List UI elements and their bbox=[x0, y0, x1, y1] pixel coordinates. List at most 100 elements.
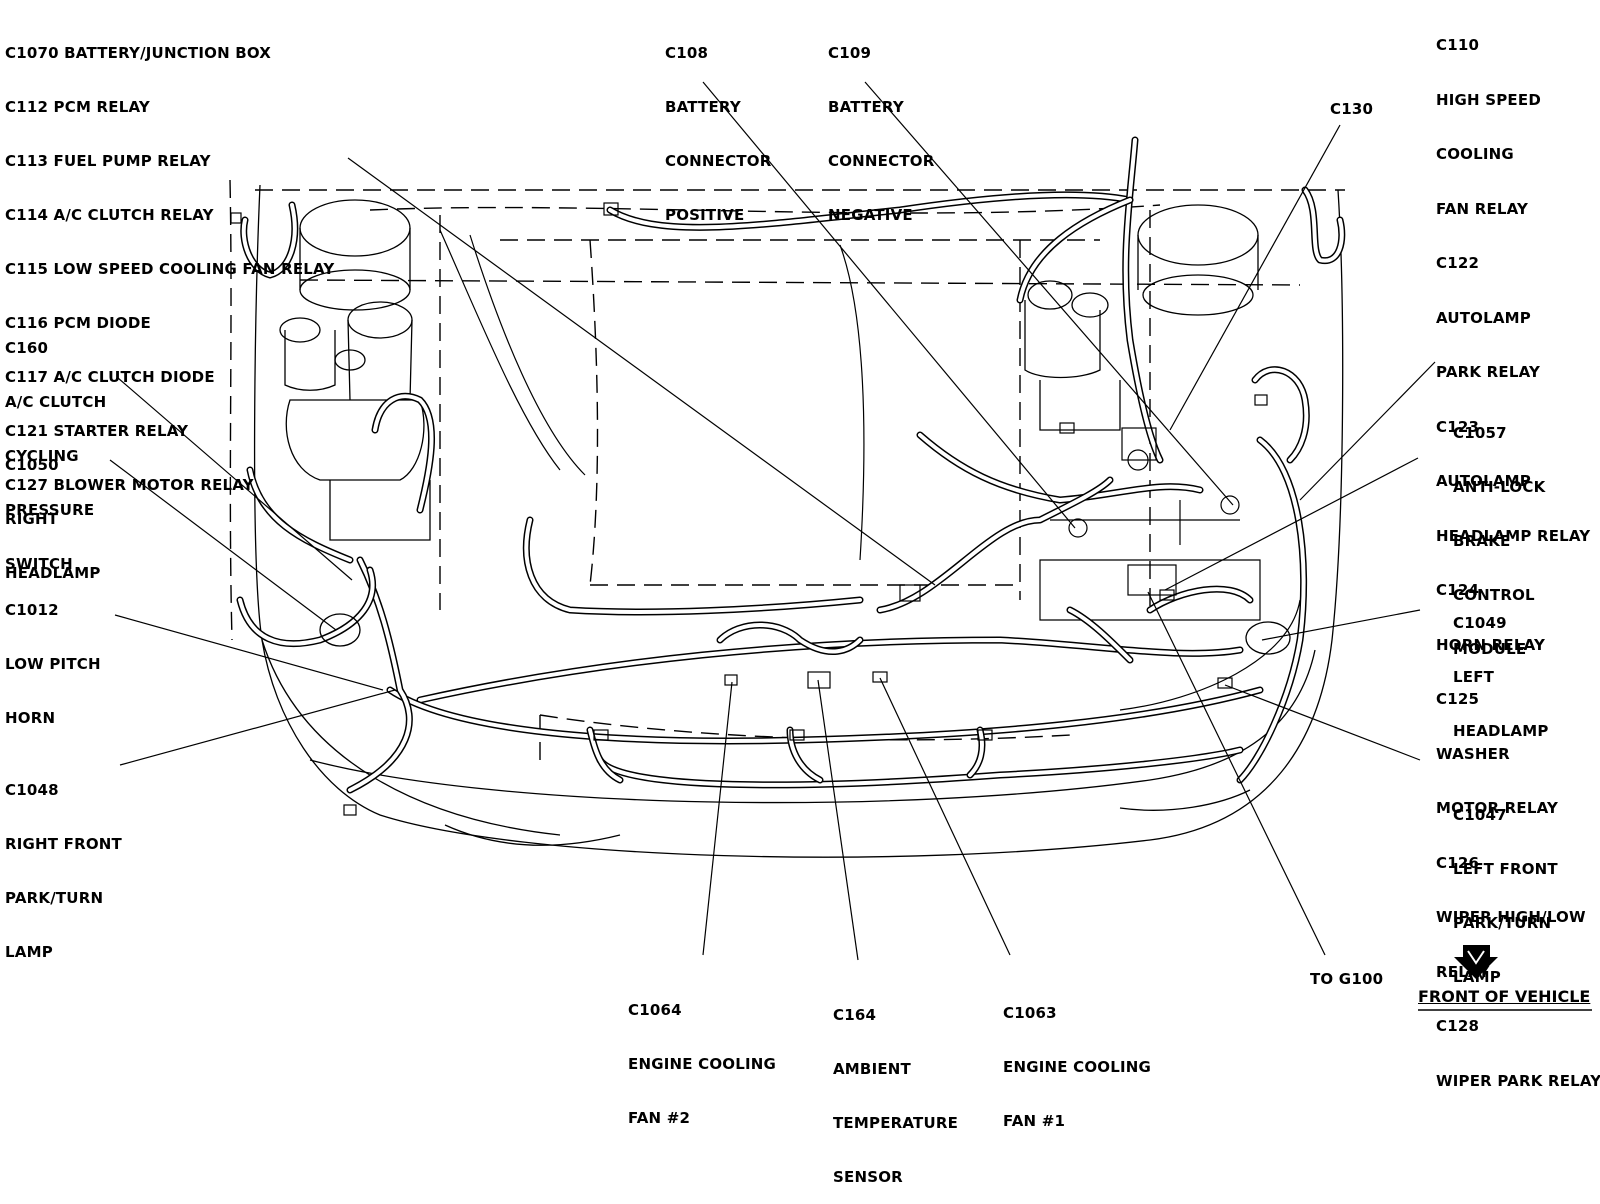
label-line: C112 PCM RELAY bbox=[5, 98, 150, 116]
label-top-left-connector-list: C1070 BATTERY/JUNCTION BOX C112 PCM RELA… bbox=[5, 8, 335, 512]
label-line: C1047 bbox=[1453, 806, 1507, 824]
label-c1048-right-front-park-turn: C1048 RIGHT FRONT PARK/TURN LAMP bbox=[5, 745, 122, 979]
label-line: HORN RELAY bbox=[1436, 635, 1546, 654]
label-line: POSITIVE bbox=[665, 206, 745, 224]
label-line: ANTI-LOCK bbox=[1453, 478, 1546, 496]
label-line: FAN RELAY bbox=[1436, 199, 1529, 218]
label-line: C1064 bbox=[628, 1001, 682, 1019]
label-c160-ac-clutch-switch: C160 A/C CLUTCH CYCLING PRESSURE SWITCH bbox=[5, 303, 106, 591]
label-line: CYCLING bbox=[5, 447, 79, 465]
label-line: C1050 bbox=[5, 456, 59, 474]
label-line: C114 A/C CLUTCH RELAY bbox=[5, 206, 214, 224]
label-line: C1049 bbox=[1453, 614, 1507, 632]
label-line: FAN #1 bbox=[1003, 1112, 1066, 1130]
label-line: C113 FUEL PUMP RELAY bbox=[5, 152, 211, 170]
left-strut-tower bbox=[279, 199, 431, 541]
label-line: BATTERY bbox=[828, 98, 904, 116]
label-line: C109 bbox=[828, 44, 872, 62]
label-front-of-vehicle: FRONT OF VEHICLE bbox=[1418, 987, 1591, 1006]
label-c108-battery-positive: C108 BATTERY CONNECTOR POSITIVE bbox=[665, 8, 771, 242]
connector-blocks bbox=[230, 202, 1291, 816]
label-line: LAMP bbox=[1453, 968, 1501, 986]
label-line: SWITCH bbox=[5, 555, 73, 573]
right-strut-tower bbox=[1024, 204, 1259, 431]
label-line: C125 bbox=[1436, 690, 1480, 708]
vehicle-drawing bbox=[109, 81, 1592, 1011]
label-c130: C130 bbox=[1330, 100, 1374, 118]
label-line: C122 bbox=[1436, 254, 1480, 272]
label-line: PARK/TURN bbox=[1453, 914, 1552, 932]
label-line: C1012 bbox=[5, 601, 59, 619]
label-line: C115 LOW SPEED COOLING FAN RELAY bbox=[5, 260, 335, 278]
label-c1063-engine-cooling-fan-1: C1063 ENGINE COOLING FAN #1 bbox=[1003, 968, 1151, 1148]
label-line: CONNECTOR bbox=[665, 152, 772, 170]
label-line: AMBIENT bbox=[833, 1060, 911, 1078]
label-line: RIGHT FRONT bbox=[5, 835, 122, 853]
label-line: C127 BLOWER MOTOR RELAY bbox=[5, 476, 254, 494]
label-line: CONTROL bbox=[1453, 586, 1535, 604]
label-line: PRESSURE bbox=[5, 501, 95, 519]
label-line: C117 A/C CLUTCH DIODE bbox=[5, 368, 215, 386]
label-line: CONNECTOR bbox=[828, 152, 935, 170]
label-line: MODULE bbox=[1453, 640, 1527, 658]
label-line: C128 bbox=[1436, 1017, 1480, 1035]
label-line: PARK RELAY bbox=[1436, 363, 1541, 381]
label-c1012-low-pitch-horn: C1012 LOW PITCH HORN bbox=[5, 565, 101, 745]
label-line: ENGINE COOLING bbox=[628, 1055, 777, 1073]
label-line: AUTOLAMP bbox=[1436, 308, 1531, 327]
label-line: C108 bbox=[665, 44, 709, 62]
label-line: C1070 BATTERY/JUNCTION BOX bbox=[5, 44, 272, 62]
label-c1047-left-front-park-turn: C1047 LEFT FRONT PARK/TURN LAMP bbox=[1453, 770, 1558, 1004]
label-c164-ambient-temp-sensor: C164 AMBIENT TEMPERATURE SENSOR bbox=[833, 970, 958, 1204]
label-line: C164 bbox=[833, 1006, 877, 1024]
label-to-g100: TO G100 bbox=[1310, 970, 1384, 988]
label-line: SENSOR bbox=[833, 1168, 903, 1186]
label-line: C116 PCM DIODE bbox=[5, 314, 151, 332]
label-line: WIPER PARK RELAY bbox=[1436, 1071, 1600, 1090]
label-line: C110 bbox=[1436, 36, 1480, 54]
label-line: LEFT bbox=[1453, 668, 1495, 686]
label-line: BRAKE bbox=[1453, 532, 1511, 550]
label-top-right-relay-list: C110 HIGH SPEED COOLING FAN RELAY C122 A… bbox=[1436, 0, 1600, 1108]
label-line: WIPER HIGH/LOW bbox=[1436, 908, 1586, 926]
label-line: HIGH SPEED bbox=[1436, 90, 1541, 109]
label-line: C124 bbox=[1436, 581, 1480, 599]
label-line: LEFT FRONT bbox=[1453, 860, 1558, 878]
wiring-harness bbox=[236, 136, 1346, 794]
label-c1057-anti-lock-brake: C1057 ANTI-LOCK BRAKE CONTROL MODULE bbox=[1453, 388, 1545, 676]
label-line: LAMP bbox=[5, 943, 53, 961]
label-line: ENGINE COOLING bbox=[1003, 1058, 1152, 1076]
label-line: C1057 bbox=[1453, 424, 1507, 442]
label-line: TEMPERATURE bbox=[833, 1114, 959, 1132]
label-line: C121 STARTER RELAY bbox=[5, 422, 189, 440]
label-c1050-right-headlamp: C1050 RIGHT HEADLAMP bbox=[5, 420, 101, 600]
label-c1064-engine-cooling-fan-2: C1064 ENGINE COOLING FAN #2 bbox=[628, 965, 776, 1145]
label-c109-battery-negative: C109 BATTERY CONNECTOR NEGATIVE bbox=[828, 8, 934, 242]
label-line: AUTOLAMP bbox=[1436, 472, 1531, 490]
vehicle-body-outline bbox=[229, 179, 1345, 858]
label-line: RELAY bbox=[1436, 962, 1490, 981]
label-c1049-left-headlamp: C1049 LEFT HEADLAMP bbox=[1453, 578, 1549, 758]
label-line: FAN #2 bbox=[628, 1109, 691, 1127]
label-line: C1048 bbox=[5, 781, 59, 799]
label-line: RIGHT bbox=[5, 510, 59, 528]
label-line: MOTOR RELAY bbox=[1436, 799, 1559, 817]
front-of-vehicle-arrow-icon bbox=[1418, 945, 1592, 1011]
label-line: C126 bbox=[1436, 853, 1480, 872]
label-line: HEADLAMP RELAY bbox=[1436, 526, 1591, 545]
label-line: LOW PITCH bbox=[5, 655, 101, 673]
label-line: NEGATIVE bbox=[828, 206, 913, 224]
label-line: WASHER bbox=[1436, 744, 1510, 763]
leader-lines bbox=[109, 81, 1436, 961]
label-line: HEADLAMP bbox=[5, 564, 101, 582]
wiring-diagram: C1070 BATTERY/JUNCTION BOX C112 PCM RELA… bbox=[5, 8, 1600, 1186]
label-line: C123 bbox=[1436, 417, 1480, 436]
label-line: HORN bbox=[5, 709, 56, 727]
label-line: C1063 bbox=[1003, 1004, 1057, 1022]
label-line: C160 bbox=[5, 339, 49, 357]
label-line: A/C CLUTCH bbox=[5, 393, 107, 411]
label-line: PARK/TURN bbox=[5, 889, 104, 907]
label-line: COOLING bbox=[1436, 145, 1514, 163]
label-line: BATTERY bbox=[665, 98, 741, 116]
label-line: HEADLAMP bbox=[1453, 722, 1549, 740]
